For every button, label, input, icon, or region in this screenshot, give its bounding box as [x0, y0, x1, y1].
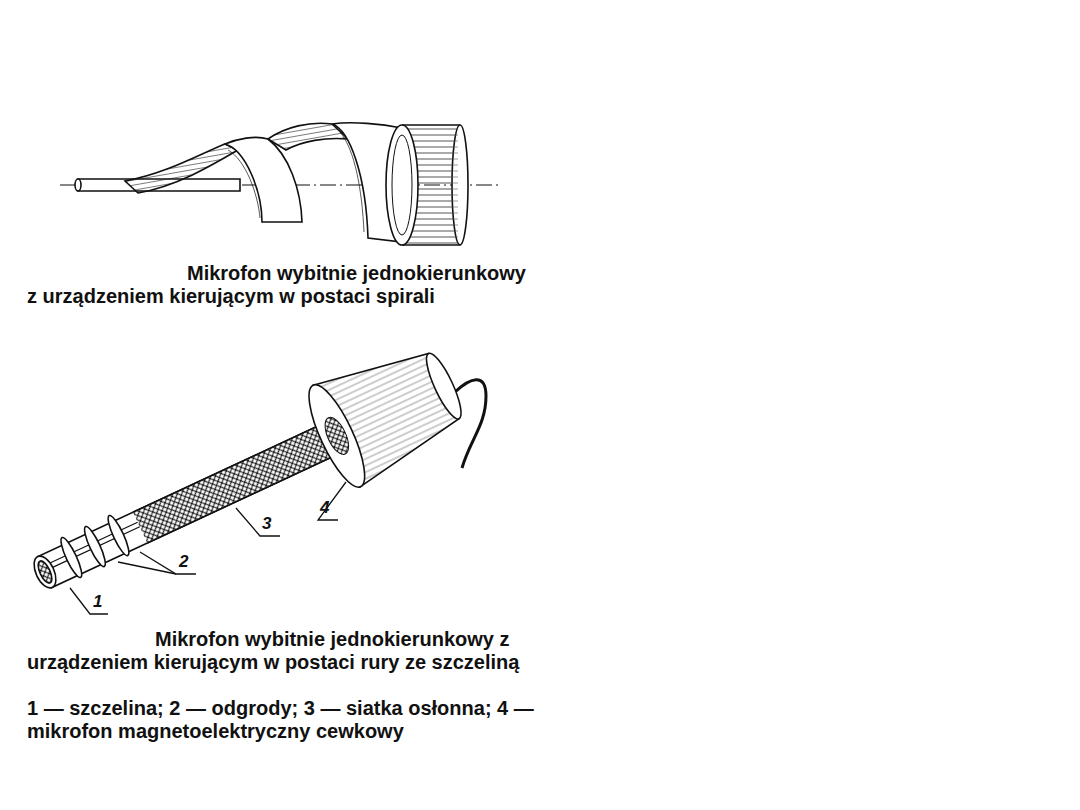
- cone-face: [299, 378, 375, 493]
- baffle: [81, 524, 109, 568]
- cone-hole: [320, 414, 353, 458]
- cylinder-edge: [402, 124, 460, 126]
- leader-line: [70, 588, 108, 614]
- callout-number: 1: [93, 593, 102, 611]
- cable: [455, 380, 486, 468]
- baffle: [58, 535, 86, 579]
- tube-end: [30, 553, 61, 591]
- tube: [38, 417, 351, 587]
- cylinder-edge: [402, 244, 460, 246]
- spiral-band-shade: [228, 150, 260, 218]
- callout-number: 4: [320, 499, 329, 517]
- rod-end: [75, 179, 81, 191]
- callout-number: 3: [262, 515, 271, 533]
- tube-edge: [133, 417, 337, 512]
- cone-back: [420, 350, 467, 423]
- tube-microphone: [13, 331, 486, 626]
- leader-line: [318, 482, 346, 520]
- spiral-band: [268, 123, 348, 150]
- spiral-band: [225, 137, 302, 222]
- spiral-band-shade: [340, 132, 364, 232]
- tube-opening: [35, 559, 54, 585]
- figure-caption: Mikrofon wybitnie jednokierunkowy z urzą…: [27, 628, 547, 674]
- leader-line: [236, 508, 280, 536]
- baffle: [105, 513, 133, 557]
- leader-line: [118, 562, 176, 574]
- spiral-band: [125, 144, 238, 193]
- tube-edge: [147, 448, 351, 543]
- spiral-microphone: [60, 123, 500, 245]
- legend-text: 1 — szczelina; 2 — odgrody; 3 — siatka o…: [27, 697, 547, 743]
- cylinder-hole: [392, 135, 412, 235]
- cylinder-face: [386, 125, 418, 245]
- leader-lines: [70, 482, 346, 614]
- figure-caption: Mikrofon wybitnie jednokierunkowy z urzą…: [27, 262, 527, 308]
- callout-number: 2: [179, 553, 188, 571]
- leader-line: [140, 552, 196, 574]
